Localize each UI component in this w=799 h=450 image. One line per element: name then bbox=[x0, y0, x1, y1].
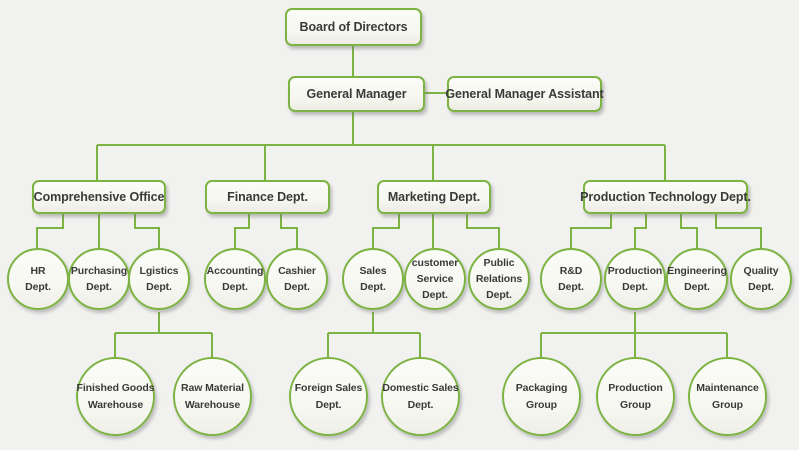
node-label-line2: Dept. bbox=[684, 281, 710, 293]
node-production-dept[interactable]: Production Dept. bbox=[604, 248, 666, 310]
node-label-line1: HR bbox=[30, 264, 46, 277]
node-hr-dept[interactable]: HR Dept. bbox=[7, 248, 69, 310]
node-maintenance-group[interactable]: Maintenance Group bbox=[688, 357, 767, 436]
node-production-group[interactable]: Production Group bbox=[596, 357, 675, 436]
node-general-manager-assistant[interactable]: General Manager Assistant bbox=[445, 76, 604, 112]
node-label-line1: Finished Goods bbox=[76, 382, 155, 395]
node-purchasing-dept[interactable]: Purchasing Dept. bbox=[68, 248, 130, 310]
connector-marketing-to-sales bbox=[371, 212, 401, 248]
node-label-line2: Dept. bbox=[222, 281, 248, 293]
node-label: General Manager Assistant bbox=[445, 87, 604, 101]
node-label-line1: Purchasing bbox=[70, 264, 128, 277]
node-general-manager[interactable]: General Manager bbox=[288, 76, 425, 112]
node-label-line2: Group bbox=[526, 398, 557, 411]
connector-finance-to-accounting bbox=[233, 212, 251, 248]
node-rd-dept[interactable]: R&D Dept. bbox=[540, 248, 602, 310]
node-label-line2: Dept. bbox=[86, 281, 112, 293]
node-raw-material-warehouse[interactable]: Raw Material Warehouse bbox=[173, 357, 252, 436]
node-lgistics-dept[interactable]: Lgistics Dept. bbox=[128, 248, 190, 310]
connector-marketing-to-public-relations bbox=[465, 212, 501, 248]
node-label-line1: Cashier bbox=[278, 264, 316, 277]
node-label-line3: Dept. bbox=[422, 289, 448, 302]
node-cashier-dept[interactable]: Cashier Dept. bbox=[266, 248, 328, 310]
node-marketing-dept[interactable]: Marketing Dept. bbox=[377, 180, 491, 214]
node-label-line2: Dept. bbox=[25, 281, 51, 293]
connector-ptd-to-engineering bbox=[679, 212, 699, 248]
node-label-line2: Warehouse bbox=[184, 398, 241, 411]
node-label-line2: Dept. bbox=[360, 281, 386, 293]
node-label-line2: Dept. bbox=[748, 281, 774, 293]
connector-co-to-lgistics bbox=[133, 212, 161, 248]
node-label: General Manager bbox=[306, 87, 407, 101]
node-label-line2: Dept. bbox=[407, 398, 434, 411]
node-label-line2: Dept. bbox=[146, 281, 172, 293]
node-label-line2: Group bbox=[712, 398, 743, 411]
node-label-line1: Raw Material bbox=[181, 382, 244, 395]
node-label-line2: Relations bbox=[475, 272, 523, 285]
node-sales-dept[interactable]: Sales Dept. bbox=[342, 248, 404, 310]
node-label-line1: Accounting bbox=[206, 264, 264, 277]
node-label-line2: Dept. bbox=[558, 281, 584, 293]
node-comprehensive-office[interactable]: Comprehensive Office bbox=[32, 180, 166, 214]
node-label: Comprehensive Office bbox=[33, 190, 165, 204]
node-board-of-directors[interactable]: Board of Directors bbox=[285, 8, 422, 46]
connector-finance-to-cashier bbox=[279, 212, 299, 248]
node-foreign-sales-dept[interactable]: Foreign Sales Dept. bbox=[289, 357, 368, 436]
node-finance-dept[interactable]: Finance Dept. bbox=[205, 180, 330, 214]
node-label-line1: R&D bbox=[559, 264, 583, 277]
node-accounting-dept[interactable]: Accounting Dept. bbox=[204, 248, 266, 310]
node-label: Marketing Dept. bbox=[387, 190, 481, 204]
node-label-line2: Dept. bbox=[622, 281, 648, 293]
node-finished-goods-warehouse[interactable]: Finished Goods Warehouse bbox=[76, 357, 155, 436]
node-label: Production Technology Dept. bbox=[580, 190, 751, 204]
node-label-line1: Engineering bbox=[667, 264, 727, 277]
node-customer-service-dept[interactable]: customer Service Dept. bbox=[404, 248, 466, 310]
node-label-line2: Group bbox=[620, 398, 651, 411]
node-label-line1: Quality bbox=[743, 264, 779, 277]
node-label-line1: Maintenance bbox=[696, 382, 759, 395]
node-quality-dept[interactable]: Quality Dept. bbox=[730, 248, 792, 310]
node-domestic-sales-dept[interactable]: Domestic Sales Dept. bbox=[381, 357, 460, 436]
node-label-line2: Warehouse bbox=[87, 398, 144, 411]
node-label-line1: Packaging bbox=[515, 382, 568, 395]
node-production-technology-dept[interactable]: Production Technology Dept. bbox=[580, 180, 751, 214]
node-engineering-dept[interactable]: Engineering Dept. bbox=[666, 248, 728, 310]
node-label-line1: Domestic Sales bbox=[382, 382, 459, 395]
node-label-line1: Foreign Sales bbox=[294, 382, 363, 395]
connector-ptd-to-rd bbox=[569, 212, 613, 248]
node-label-line1: customer bbox=[411, 256, 459, 269]
node-label-line3: Dept. bbox=[486, 289, 512, 302]
connector-ptd-to-production bbox=[633, 212, 648, 248]
node-label-line1: Production bbox=[607, 264, 663, 277]
node-label: Board of Directors bbox=[299, 20, 408, 34]
node-packaging-group[interactable]: Packaging Group bbox=[502, 357, 581, 436]
node-label-line1: Sales bbox=[359, 264, 387, 277]
connector-co-to-hr bbox=[35, 212, 65, 248]
node-label-line1: Lgistics bbox=[139, 264, 179, 277]
node-label-line1: Production bbox=[608, 382, 663, 395]
connector-ptd-to-quality bbox=[714, 212, 763, 248]
node-public-relations-dept[interactable]: Public Relations Dept. bbox=[468, 248, 530, 310]
node-label: Finance Dept. bbox=[227, 190, 308, 204]
node-label-line2: Dept. bbox=[315, 398, 342, 411]
node-label-line2: Dept. bbox=[284, 281, 310, 293]
node-label-line1: Public bbox=[483, 256, 515, 269]
node-label-line2: Service bbox=[416, 272, 454, 285]
